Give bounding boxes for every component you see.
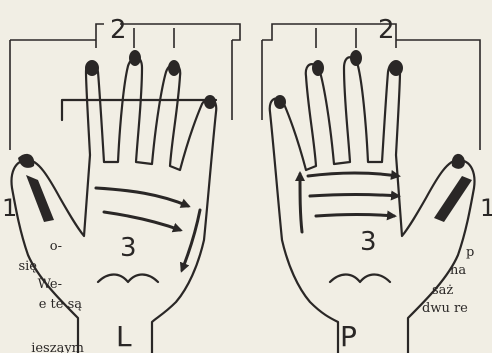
left-text-line-3: We-	[38, 276, 62, 293]
right-label-1: 1	[480, 194, 492, 222]
right-text-line-1: p	[466, 244, 474, 261]
right-letter: P	[340, 320, 357, 353]
right-palm-arrows	[300, 173, 398, 232]
right-wrist-crease	[330, 275, 390, 283]
left-text-line-5: iesząym	[31, 340, 84, 353]
left-label-3: 3	[120, 233, 137, 263]
left-label-1: 1	[2, 194, 17, 222]
right-label-3: 3	[360, 227, 377, 257]
right-text-line-3: saż	[432, 282, 453, 299]
left-text-line-4: e te są	[39, 296, 82, 313]
right-text-line-2: na	[450, 262, 466, 279]
left-letter: L	[116, 320, 132, 353]
left-wrist-crease	[98, 275, 158, 283]
left-text-line-1: o-	[50, 238, 62, 255]
left-fingertip-dots	[18, 50, 216, 222]
left-text-line-2: się	[18, 258, 37, 275]
left-palm-arrows	[96, 188, 200, 270]
left-label-2: 2	[110, 15, 127, 45]
right-text-line-4: dwu re	[422, 300, 468, 317]
right-label-2: 2	[378, 15, 395, 45]
